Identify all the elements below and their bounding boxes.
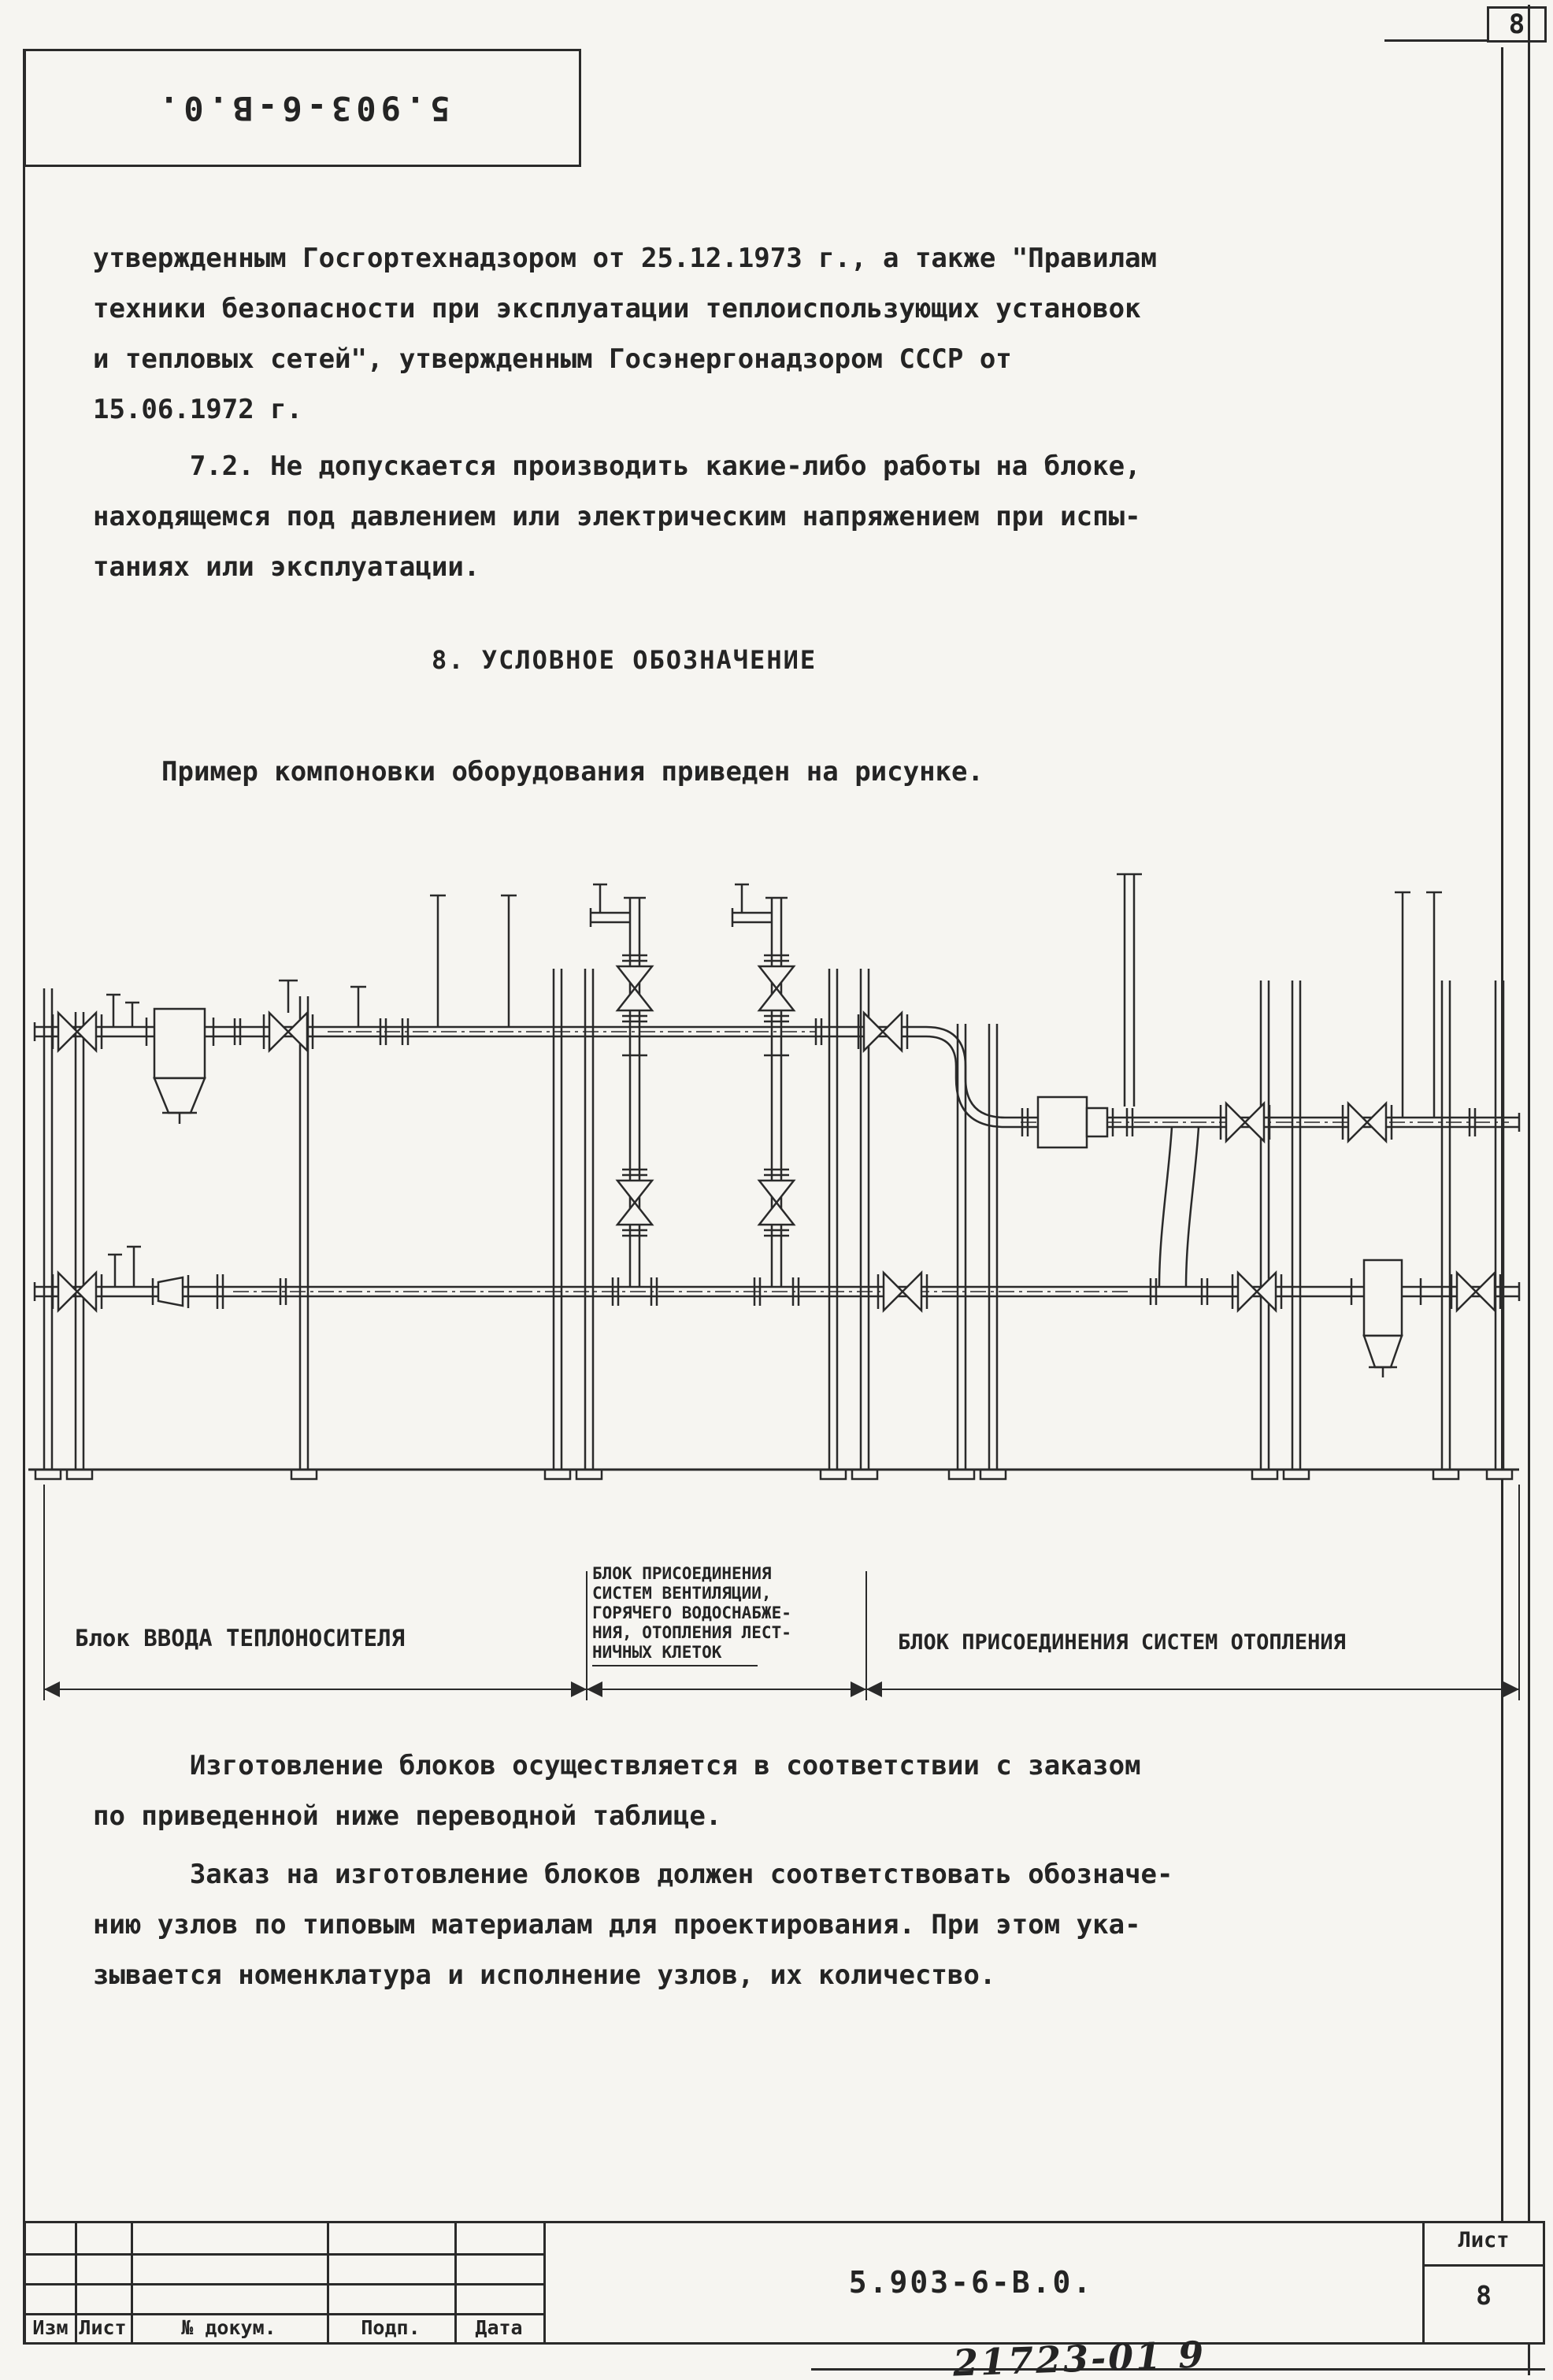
- title-block-col-podp: Подп.: [361, 2315, 421, 2339]
- title-block-col-dokum: № докум.: [181, 2315, 276, 2339]
- title-block-doc-code: 5.903-6-В.0.: [848, 2265, 1094, 2300]
- lower-pipe-fittings: [51, 1245, 1502, 1377]
- handwritten-note: 21723-01 9: [952, 2333, 1207, 2380]
- figure-label-left: Блок ВВОДА ТЕПЛОНОСИТЕЛЯ: [75, 1625, 406, 1652]
- title-block-line: [131, 2223, 133, 2342]
- sheet-box-bottom: Лист 8: [1422, 2221, 1545, 2345]
- title-block-line: [26, 2313, 543, 2315]
- sheet-number-box: 8: [1487, 6, 1547, 43]
- upper-pipe: [33, 1022, 1521, 1132]
- sheet-number-bottom: 8: [1476, 2280, 1492, 2311]
- sheet-box-divider: [1425, 2264, 1543, 2267]
- piping-diagram: [28, 873, 1521, 1700]
- section-heading: 8. УСЛОВНОЕ ОБОЗНАЧЕНИЕ: [432, 645, 817, 675]
- paragraph-safety: 7.2. Не допускается производить какие-ли…: [93, 450, 1141, 583]
- support-posts: [34, 969, 1514, 1481]
- title-block-col-izm: Изм: [32, 2315, 69, 2339]
- title-block-line: [75, 2223, 77, 2342]
- lower-pipe: [33, 1282, 1521, 1301]
- frame-line-right-inner: [1501, 47, 1503, 2345]
- paragraph-manufacturing: Изготовление блоков осуществляется в соо…: [93, 1750, 1141, 1832]
- frame-line-top-right: [1384, 39, 1488, 42]
- paragraph-regulations: утвержденным Госгортехнадзором от 25.12.…: [93, 243, 1158, 425]
- stamp-box: 5.903-6-В.0.: [24, 49, 581, 167]
- riser-right: [731, 883, 796, 1287]
- title-block-line: [327, 2223, 329, 2342]
- stamp-code-rotated: 5.903-6-В.0.: [154, 88, 450, 128]
- frame-line-bottom-right: [811, 2368, 1545, 2371]
- title-block-col-list: Лист: [79, 2315, 127, 2339]
- title-block-line: [543, 2223, 546, 2342]
- sheet-number-top: 8: [1508, 9, 1525, 40]
- title-block-line: [26, 2283, 543, 2285]
- upper-pipe-fittings: [51, 894, 909, 1124]
- right-pipe-fittings: [1021, 873, 1477, 1288]
- figure-label-middle: БЛОК ПРИСОЕДИНЕНИЯ СИСТЕМ ВЕНТИЛЯЦИИ, ГО…: [592, 1564, 791, 1662]
- title-block: Изм Лист № докум. Подп. Дата 5.903-6-В.0…: [24, 2221, 1503, 2345]
- frame-line-left: [23, 49, 25, 2345]
- frame-line-right-outer: [1528, 5, 1530, 2375]
- riser-left: [589, 883, 654, 1287]
- title-block-col-data: Дата: [475, 2315, 523, 2339]
- figure-label-middle-underline: [592, 1665, 758, 1666]
- title-block-line: [454, 2223, 457, 2342]
- sheet-label: Лист: [1458, 2228, 1510, 2252]
- title-block-line: [26, 2253, 543, 2256]
- paragraph-ordering: Заказ на изготовление блоков должен соот…: [93, 1859, 1173, 1991]
- figure-intro: Пример компоновки оборудования приведен …: [161, 756, 984, 788]
- figure-label-right: БЛОК ПРИСОЕДИНЕНИЯ СИСТЕМ ОТОПЛЕНИЯ: [898, 1630, 1346, 1655]
- dimension-lines: [43, 1485, 1520, 1700]
